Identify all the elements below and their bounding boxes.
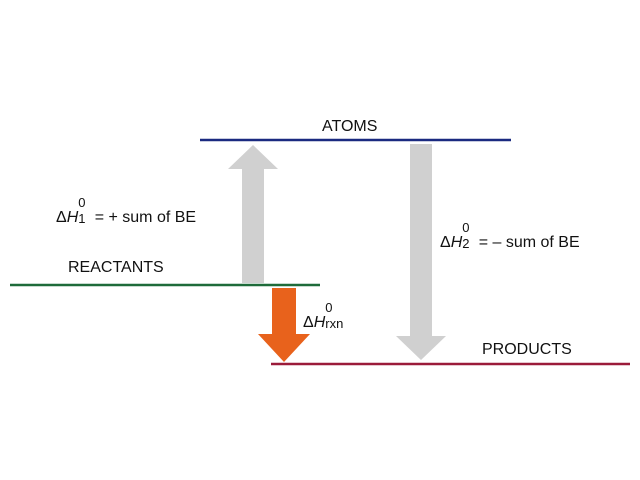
delta-symbol: Δ [56,209,67,226]
delta-symbol: Δ [440,234,451,251]
h1-rhs: = + sum of BE [90,209,197,226]
enthalpy-symbol: H [66,209,79,226]
hrxn-superscript: 0 [325,300,333,315]
delta-symbol: Δ [303,314,314,331]
h2-superscript: 0 [462,220,470,235]
h2-rhs: = – sum of BE [474,234,580,251]
h1-subscript: 1 [78,211,86,226]
products-label: PRODUCTS [482,341,572,358]
hrxn-subscript: rxn [325,316,344,331]
h1-superscript: 0 [78,195,86,210]
enthalpy-symbol: H [450,234,463,251]
enthalpy-symbol: H [313,314,326,331]
h2-subscript: 2 [462,236,470,251]
atoms-label: ATOMS [322,118,378,135]
reactants-label: REACTANTS [68,259,164,276]
bond-breaking-arrow-up [228,145,278,283]
reaction-enthalpy-arrow [258,288,310,362]
bond-forming-arrow-down [396,144,446,360]
